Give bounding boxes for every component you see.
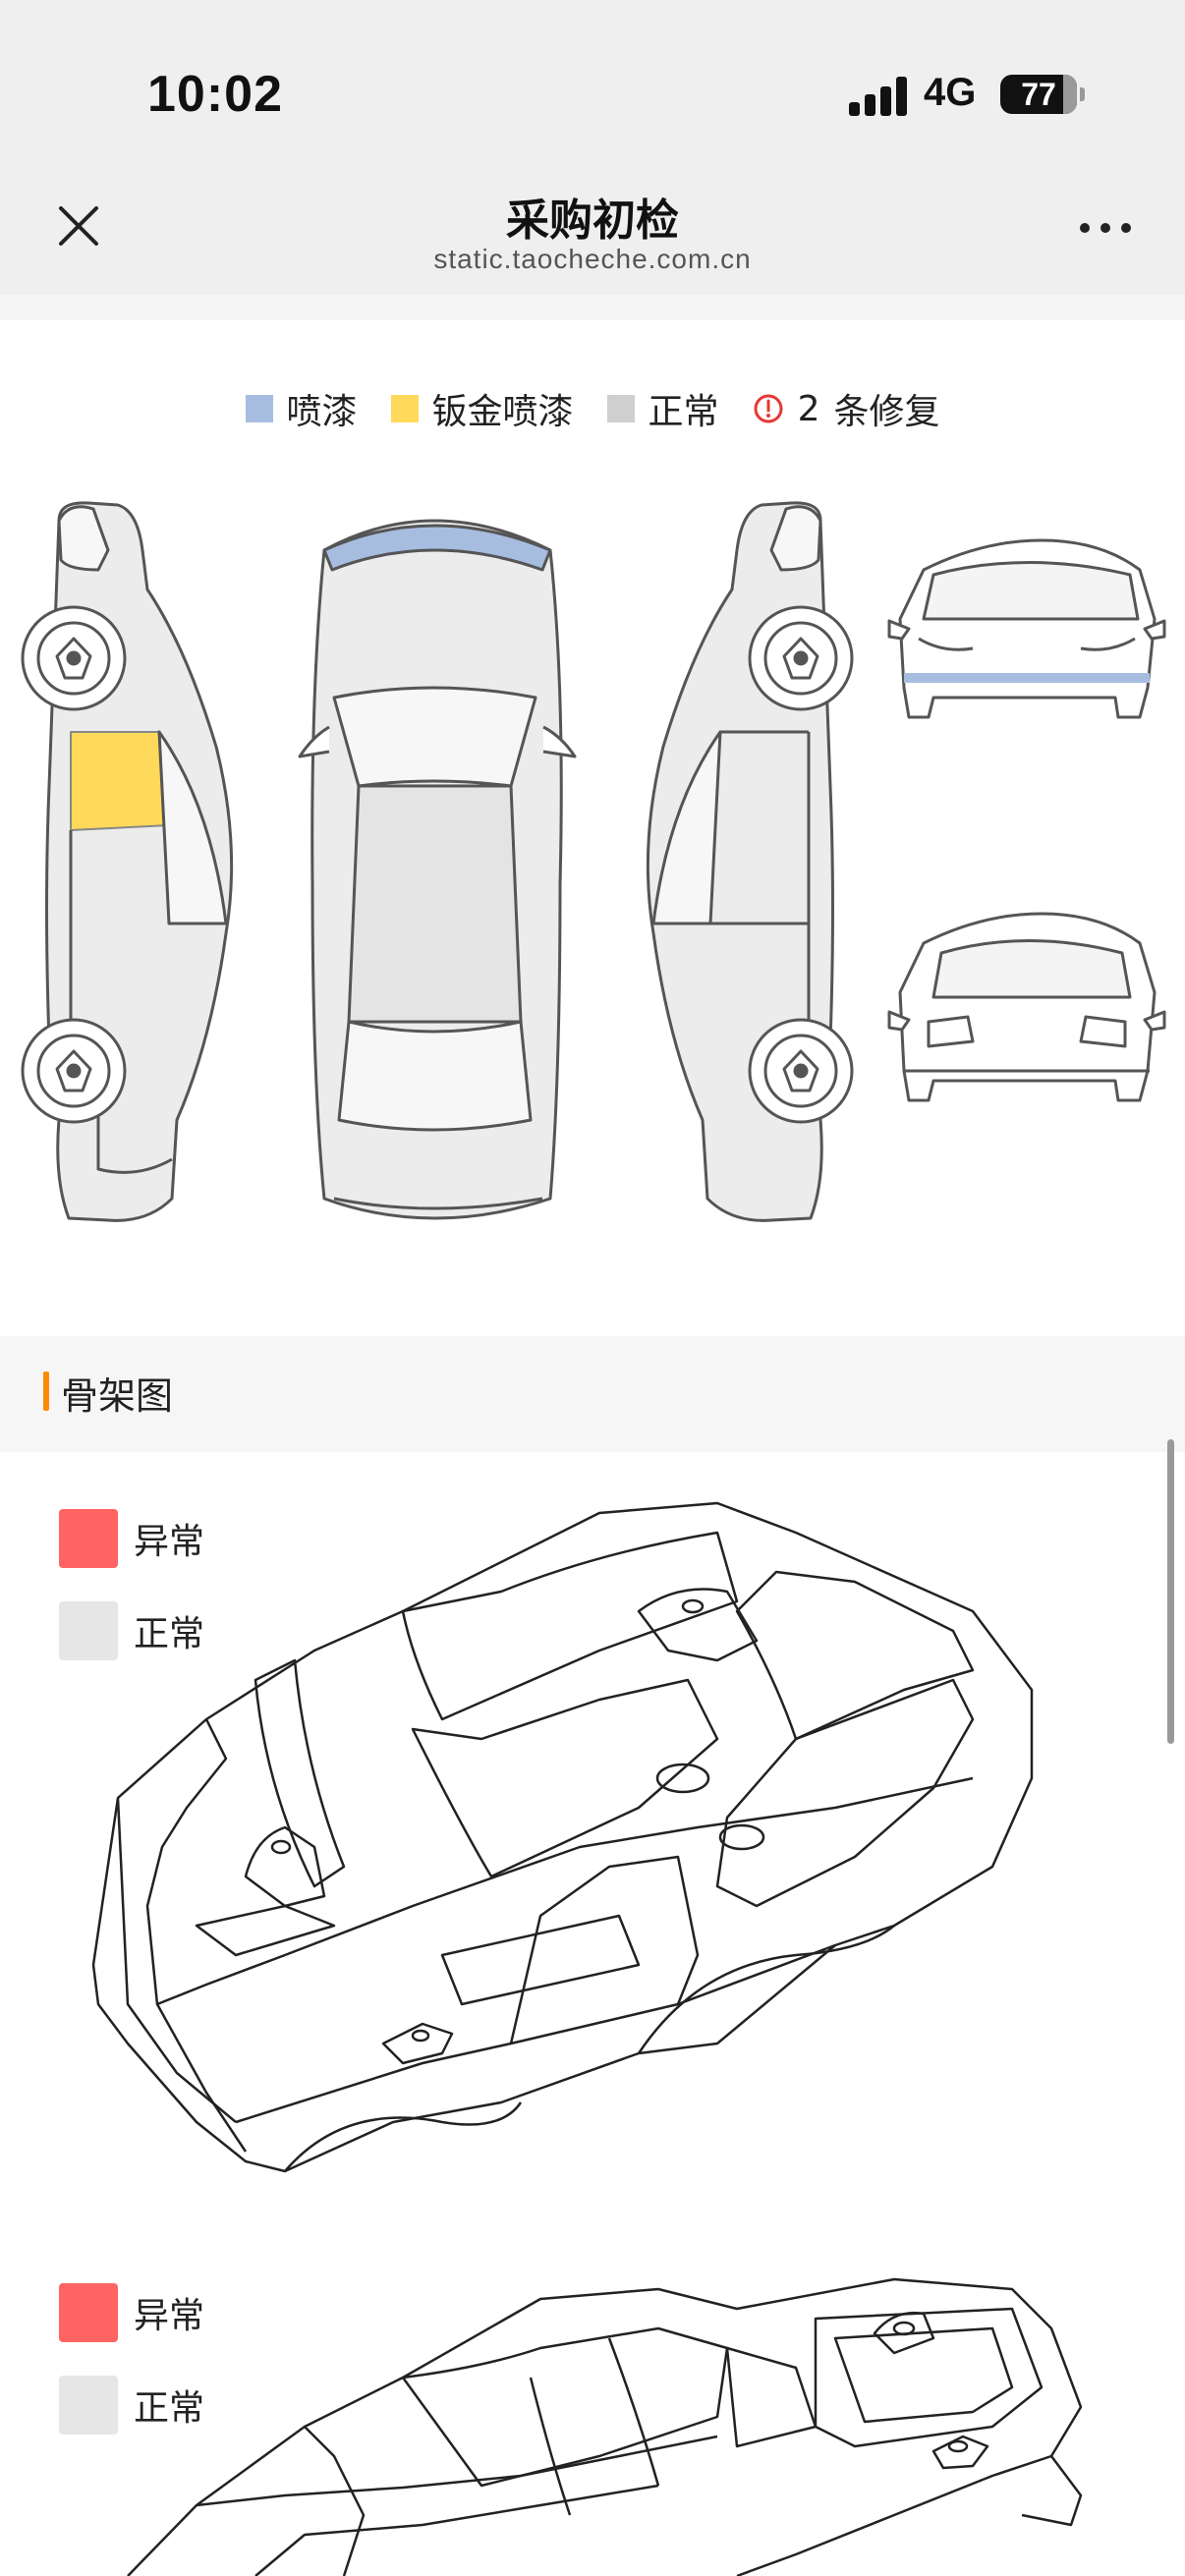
more-icon (1080, 223, 1131, 233)
skeleton-legend-1: 异常 正常 (59, 1509, 204, 1694)
car-rear-view (887, 912, 1166, 1102)
network-type: 4G (924, 71, 977, 114)
page-url: static.taocheche.com.cn (433, 244, 752, 274)
skeleton-svg-1 (91, 1501, 1034, 2173)
close-button[interactable] (49, 196, 108, 255)
signal-icon (849, 77, 910, 116)
car-left-side (21, 501, 234, 1222)
close-icon (59, 206, 98, 246)
legend-label-sheetmetal: 钣金喷漆 (431, 392, 574, 432)
legend-swatch-normal (59, 1601, 118, 1660)
skeleton-svg-2 (127, 2277, 1083, 2576)
legend-swatch-normal (606, 395, 635, 422)
car-exterior-diagram (0, 491, 1185, 1238)
section-title: 骨架图 (61, 1374, 174, 1418)
legend-label-normal: 正常 (134, 1614, 205, 1654)
page-title: 采购初检 (506, 196, 679, 246)
legend-swatch-normal-2 (59, 2376, 118, 2435)
legend-label-abnormal-2: 异常 (134, 2296, 205, 2336)
car-diagram-svg (21, 501, 1166, 1222)
legend-swatch-paint (245, 395, 273, 422)
car-top-view (298, 519, 577, 1220)
legend-normal-2: 正常 (59, 2376, 204, 2435)
battery-level: 77 (1021, 77, 1056, 112)
status-time: 10:02 (147, 66, 283, 123)
skeleton-diagram-1 (88, 1493, 1110, 2181)
legend-item-repairs[interactable]: 2 条修复 (753, 383, 940, 434)
scrollbar[interactable] (1167, 1439, 1174, 1744)
car-front-view (887, 538, 1166, 719)
repair-count: 2 (797, 388, 820, 429)
legend-label-normal-2: 正常 (134, 2388, 205, 2429)
legend-swatch-sheetmetal (390, 395, 419, 422)
legend-abnormal: 异常 (59, 1509, 204, 1568)
legend-label-paint: 喷漆 (286, 392, 358, 432)
legend-swatch-abnormal-2 (59, 2283, 118, 2342)
skeleton-section-header: 骨架图 (0, 1336, 1185, 1452)
legend-item-paint: 喷漆 (245, 383, 358, 434)
warning-icon (754, 394, 783, 423)
skeleton-legend-2: 异常 正常 (59, 2283, 204, 2468)
repair-label: 条修复 (833, 392, 940, 432)
car-right-side (646, 501, 854, 1222)
section-accent-bar (43, 1372, 49, 1411)
legend-item-sheetmetal: 钣金喷漆 (390, 383, 574, 434)
legend-label-abnormal: 异常 (134, 1522, 205, 1562)
battery-icon: 77 (1000, 75, 1085, 114)
skeleton-diagram-2 (108, 2260, 1100, 2576)
legend-abnormal-2: 异常 (59, 2283, 204, 2342)
paint-legend: 喷漆 钣金喷漆 正常 2 条修复 (0, 381, 1185, 436)
legend-item-normal: 正常 (606, 383, 719, 434)
legend-swatch-abnormal (59, 1509, 118, 1568)
app-header: 10:02 4G 77 采购初检 static.taocheche.com.cn (0, 0, 1185, 295)
divider (0, 295, 1185, 320)
more-button[interactable] (1076, 218, 1135, 238)
legend-normal: 正常 (59, 1601, 204, 1660)
legend-label-normal: 正常 (648, 392, 719, 432)
